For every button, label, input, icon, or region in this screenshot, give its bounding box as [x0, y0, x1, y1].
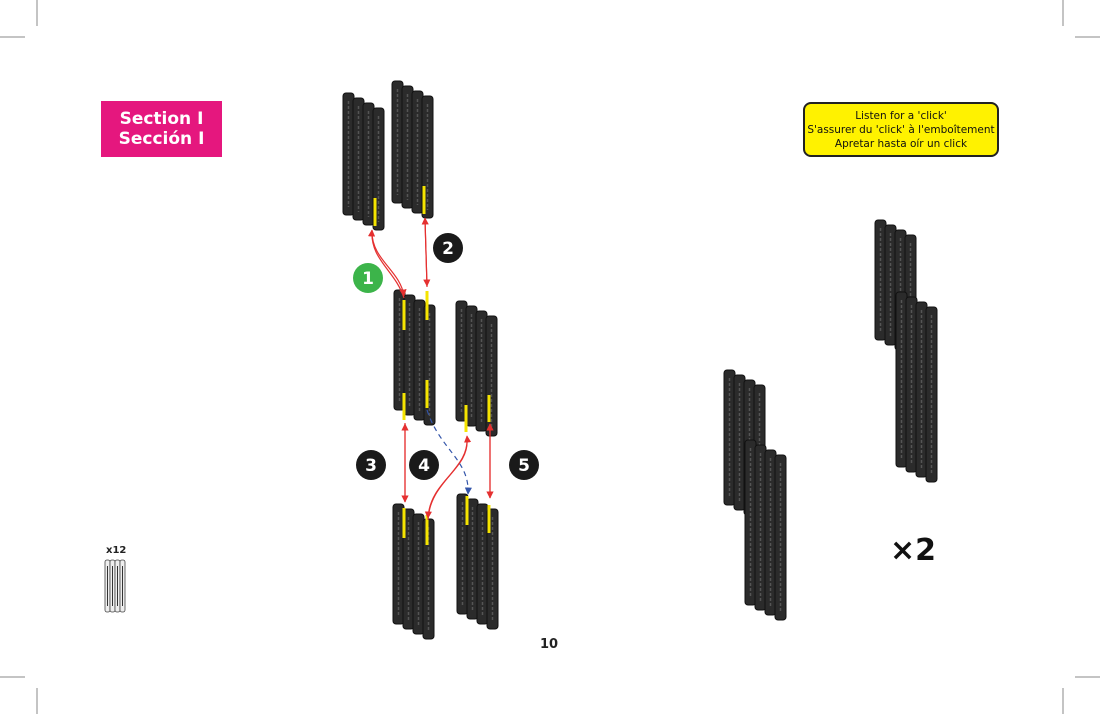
notice-en: Listen for a 'click'	[855, 109, 947, 122]
piece-b	[391, 80, 434, 219]
assembly-2-bottom	[895, 291, 938, 483]
section-label: Section I Sección I	[101, 101, 222, 157]
page-number: 10	[540, 637, 559, 652]
parts-icon	[104, 559, 126, 613]
section-title-es: Sección I	[118, 129, 205, 149]
assembly-arrow	[426, 409, 472, 495]
step-number: 3	[365, 456, 377, 476]
assembly-arrow	[424, 437, 468, 519]
step-number: 5	[518, 456, 530, 476]
step-badge-1: 1	[353, 263, 383, 293]
piece-e	[392, 503, 435, 640]
result-multiplier: ×2	[890, 533, 937, 568]
piece-c	[393, 289, 436, 426]
step-number: 4	[418, 456, 430, 476]
piece-a	[342, 92, 385, 231]
step-badge-3: 3	[356, 450, 386, 480]
step-number: 1	[362, 269, 374, 289]
step-badge-4: 4	[409, 450, 439, 480]
notice-fr: S'assurer du 'click' à l'emboîtement	[807, 123, 995, 136]
assembly-2-top	[874, 219, 917, 356]
step-badge-2: 2	[433, 233, 463, 263]
notice-es: Apretar hasta oír un click	[834, 137, 968, 150]
piece-f	[456, 493, 499, 630]
click-notice: Listen for a 'click' S'assurer du 'click…	[803, 102, 999, 157]
step-badge-5: 5	[509, 450, 539, 480]
assembly-arrow	[423, 219, 431, 287]
assembly-arrow	[371, 231, 407, 297]
parts-quantity: x12	[106, 545, 127, 556]
piece-d	[455, 300, 498, 437]
step-number: 2	[442, 239, 454, 259]
assembly-1-bottom	[744, 439, 787, 621]
section-title-en: Section I	[119, 109, 204, 129]
